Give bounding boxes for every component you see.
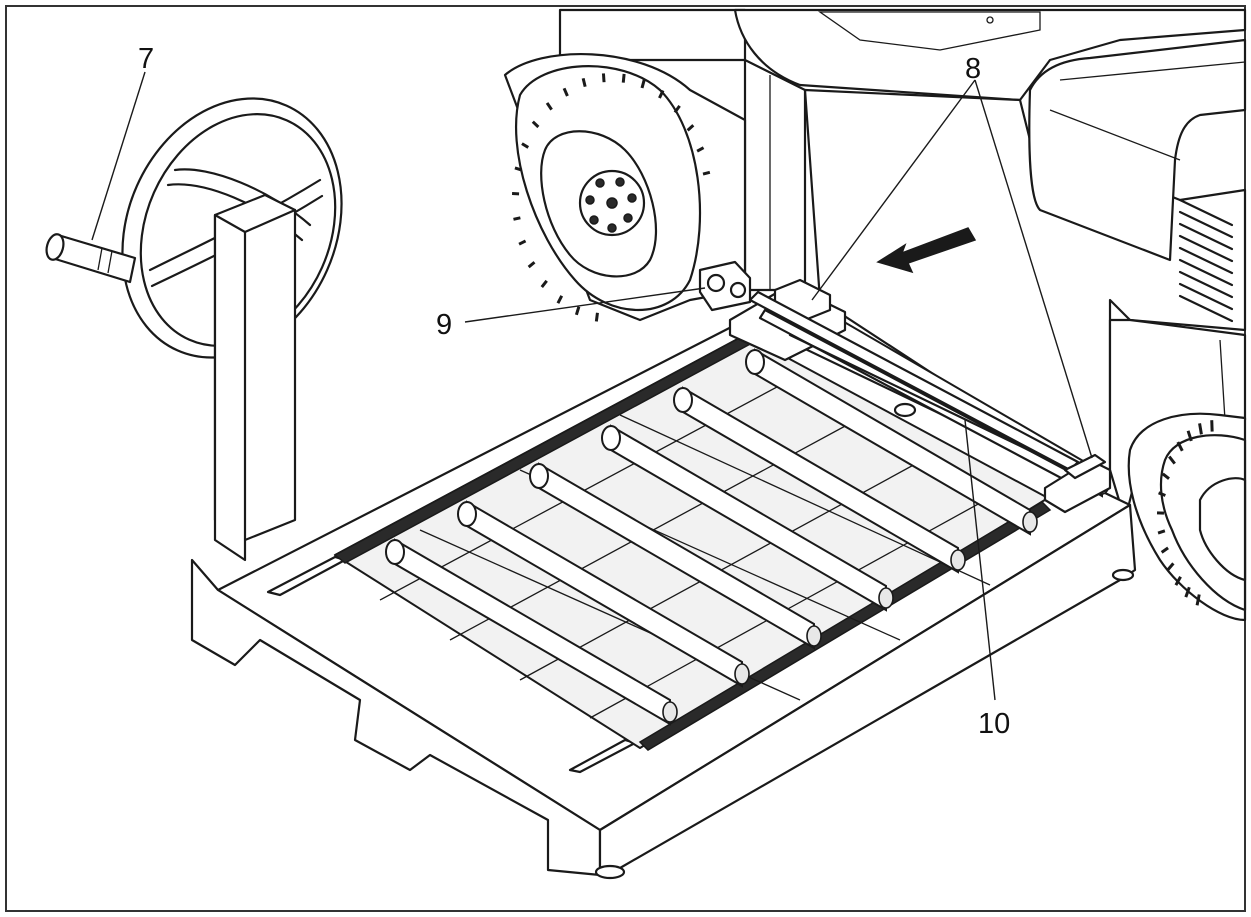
tread-tooth bbox=[686, 124, 695, 132]
tread-tooth bbox=[1166, 562, 1175, 571]
tread-tooth bbox=[1157, 529, 1166, 535]
tread-tooth bbox=[1168, 455, 1176, 465]
tread-tooth bbox=[1198, 423, 1203, 435]
tire-tread bbox=[511, 73, 711, 322]
front-left-wheel bbox=[503, 53, 747, 322]
guide-assembly bbox=[698, 260, 1112, 514]
callout-label-10: 10 bbox=[978, 708, 1010, 740]
vehicle-body bbox=[558, 8, 1247, 522]
leader-8a bbox=[811, 79, 976, 301]
tread-tooth bbox=[527, 261, 536, 269]
roller bbox=[385, 538, 678, 726]
tread-tooth bbox=[702, 170, 711, 176]
roller bbox=[457, 500, 750, 688]
tread-tooth bbox=[540, 279, 548, 288]
tread-tooth bbox=[1184, 586, 1191, 598]
tread-tooth bbox=[640, 79, 646, 89]
leader-10 bbox=[964, 419, 996, 701]
tread-tooth bbox=[1161, 472, 1170, 480]
upright-post bbox=[213, 193, 297, 562]
callout-label-8: 8 bbox=[965, 53, 981, 85]
roller bbox=[745, 348, 1038, 536]
tread-tooth bbox=[513, 216, 521, 221]
roller bbox=[601, 424, 894, 612]
tread-tooth bbox=[574, 306, 581, 316]
roller bbox=[529, 462, 822, 650]
leader-9 bbox=[464, 287, 706, 323]
tread-tooth bbox=[673, 105, 681, 114]
tread-tooth bbox=[545, 102, 553, 111]
tread-tooth bbox=[1186, 430, 1193, 442]
callout-label-9: 9 bbox=[436, 309, 452, 341]
tread-tooth bbox=[531, 120, 540, 129]
direction-arrow-icon bbox=[876, 227, 977, 274]
tread-tooth bbox=[1158, 491, 1166, 497]
tread-tooth bbox=[601, 73, 606, 83]
tread-tooth bbox=[658, 89, 665, 99]
rear-right-wheel bbox=[1127, 412, 1247, 622]
callout-label-7: 7 bbox=[138, 43, 154, 75]
tread-tooth bbox=[521, 142, 530, 149]
tread-tooth bbox=[1176, 441, 1184, 452]
tread-tooth bbox=[562, 87, 569, 97]
tread-tooth bbox=[696, 146, 705, 153]
tread-tooth bbox=[581, 77, 587, 88]
vent-grille bbox=[1178, 198, 1234, 323]
tread-tooth bbox=[621, 73, 626, 83]
hand-wheel bbox=[45, 97, 343, 359]
tread-tooth bbox=[594, 312, 599, 322]
callout-leaders bbox=[91, 71, 1093, 701]
tread-tooth bbox=[1195, 594, 1201, 606]
leader-8b bbox=[974, 79, 1093, 459]
tread-tooth bbox=[556, 295, 564, 304]
tread-tooth bbox=[518, 239, 527, 246]
tread-tooth bbox=[1174, 575, 1182, 586]
leader-7 bbox=[91, 71, 146, 241]
tread-tooth bbox=[514, 166, 523, 172]
roller bbox=[673, 386, 966, 574]
tread-tooth bbox=[1160, 546, 1169, 554]
